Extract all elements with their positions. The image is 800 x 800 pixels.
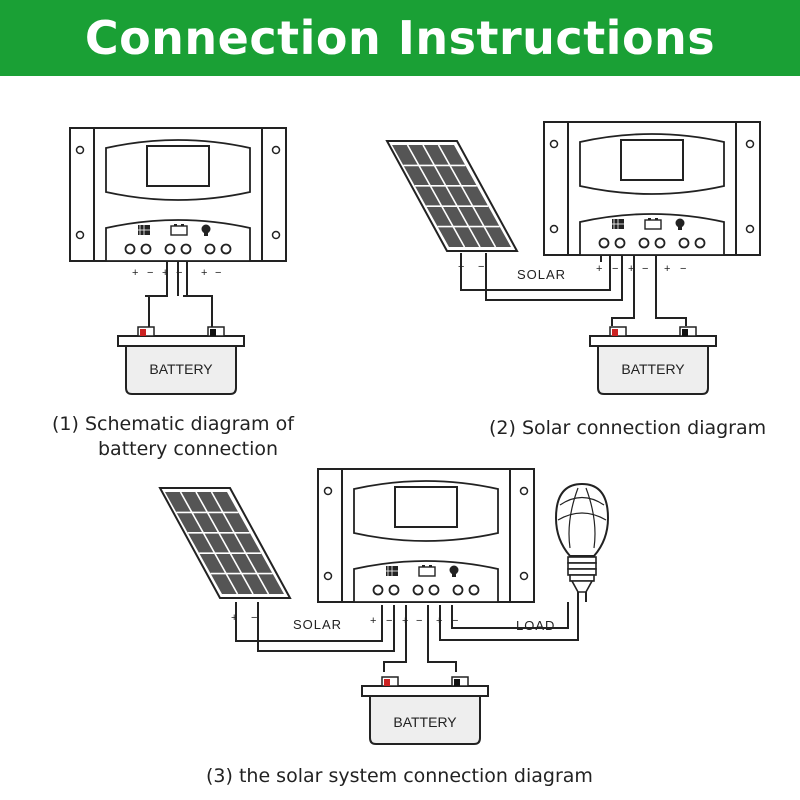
diagram-2-solar-connection: + − + − + − + − SOLAR BATTERY (386, 121, 761, 395)
caption-line: (1) Schematic diagram of (52, 413, 294, 435)
caption-diagram-3: (3) the solar system connection diagram (206, 765, 593, 787)
terminal-label: + (231, 612, 237, 624)
load-label: LOAD (516, 618, 555, 633)
solar-label: SOLAR (517, 267, 566, 282)
terminal-label: + (628, 263, 634, 275)
diagram-3-solar-system: + − + − + − + − SOLAR LOAD (159, 468, 610, 745)
solar-panel-icon (159, 487, 291, 599)
diagram-1-battery-connection: + − + − + − BATTERY (69, 127, 287, 395)
title-banner: Connection Instructions (0, 0, 800, 76)
charge-controller-icon (317, 468, 535, 603)
terminal-label: − (386, 615, 392, 627)
battery-wires (145, 262, 213, 328)
terminal-label: − (147, 267, 153, 279)
battery-icon (361, 676, 489, 745)
solar-panel-icon (386, 140, 518, 252)
caption-line: battery connection (98, 437, 279, 460)
terminal-label: + (370, 615, 376, 627)
terminal-label: + (201, 267, 207, 279)
charge-controller-icon (69, 127, 287, 262)
terminal-label: − (478, 261, 484, 273)
terminal-label: − (642, 263, 648, 275)
terminal-label: − (612, 263, 618, 275)
terminal-label: + (664, 263, 670, 275)
solar-label: SOLAR (293, 617, 342, 632)
system-wires (235, 602, 579, 672)
terminal-label: − (251, 612, 257, 624)
battery-label: BATTERY (621, 361, 685, 377)
terminal-label: + (596, 263, 602, 275)
terminal-label: − (215, 267, 221, 279)
terminal-label: + (162, 267, 168, 279)
charge-controller-icon (543, 121, 761, 256)
battery-label: BATTERY (149, 361, 213, 377)
terminal-label: − (176, 267, 182, 279)
light-bulb-icon (554, 482, 610, 602)
terminal-label: − (416, 615, 422, 627)
battery-label: BATTERY (393, 714, 457, 730)
solar-wires (460, 253, 687, 326)
caption-diagram-2: (2) Solar connection diagram (489, 417, 767, 439)
terminal-label: + (132, 267, 138, 279)
caption-diagram-1: (1) Schematic diagram of battery connect… (52, 412, 342, 461)
terminal-label: − (680, 263, 686, 275)
terminal-label: − (452, 615, 458, 627)
page-title: Connection Instructions (84, 11, 716, 65)
